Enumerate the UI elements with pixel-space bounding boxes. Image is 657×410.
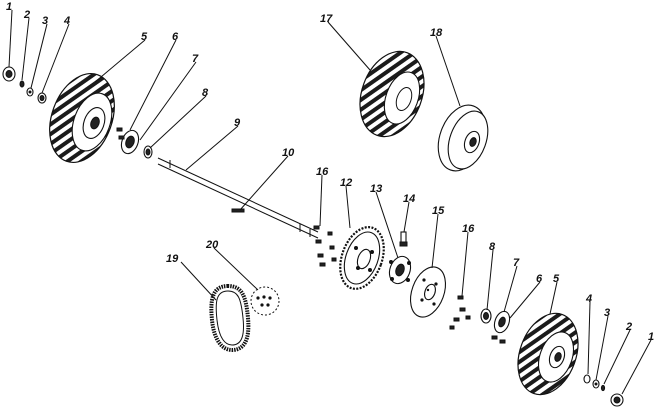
callout-labels: 1 2 3 4 5 6 7 8 9 10 12 13 14 15 16 17 1… (6, 1, 654, 343)
callout-7-right: 7 (513, 257, 520, 269)
left-nut-4 (37, 92, 47, 104)
right-nut-4 (583, 374, 591, 384)
leader-lines (8, 9, 652, 395)
hub-stud-14 (399, 231, 408, 247)
callout-4-right: 4 (585, 293, 592, 305)
right-washer-2 (600, 384, 606, 392)
left-tire (49, 72, 115, 164)
callout-18: 18 (430, 27, 443, 39)
callout-8-left: 8 (202, 87, 209, 99)
callout-2-left: 2 (23, 9, 30, 21)
callout-16-right: 16 (462, 223, 475, 235)
left-washer-3 (26, 87, 34, 97)
callout-13: 13 (370, 183, 382, 195)
callout-10: 10 (282, 147, 295, 159)
callout-1-left: 1 (6, 1, 12, 13)
callout-5-left: 5 (141, 31, 148, 43)
callout-16-left: 16 (316, 166, 329, 178)
callout-20: 20 (205, 239, 219, 251)
callout-19: 19 (166, 253, 179, 265)
callout-14: 14 (403, 193, 415, 205)
right-bolts-16 (449, 295, 471, 330)
drive-chain (209, 283, 251, 353)
left-bearing-carrier (116, 127, 140, 155)
callout-12: 12 (340, 177, 352, 189)
callout-4-left: 4 (63, 15, 70, 27)
left-washer-2 (19, 80, 25, 88)
top-tire (359, 50, 425, 138)
callout-5-right: 5 (553, 273, 560, 285)
sprocket-hub (388, 255, 412, 285)
callout-15: 15 (432, 205, 445, 217)
top-rim (437, 104, 489, 172)
right-tire (517, 312, 579, 396)
master-link (250, 286, 280, 316)
left-bearing (143, 145, 153, 159)
callout-8-right: 8 (489, 241, 496, 253)
callout-2-right: 2 (625, 321, 632, 333)
callout-3-left: 3 (42, 15, 48, 27)
brake-disc (409, 266, 447, 318)
right-nut (610, 393, 624, 407)
axle-key (231, 208, 245, 213)
callout-7-left: 7 (192, 53, 199, 65)
right-washer-3 (592, 379, 600, 389)
right-bearing (480, 308, 492, 324)
left-nut (2, 66, 16, 82)
callout-17: 17 (320, 13, 333, 25)
callout-9: 9 (234, 117, 241, 129)
sprocket (339, 226, 385, 290)
rear-axle (157, 157, 319, 239)
callout-6-left: 6 (172, 31, 179, 43)
right-bearing-carrier (491, 310, 511, 344)
left-bolts-16 (313, 225, 337, 267)
callout-6-right: 6 (536, 273, 543, 285)
callout-3-right: 3 (604, 307, 610, 319)
callout-1-right: 1 (648, 331, 654, 343)
